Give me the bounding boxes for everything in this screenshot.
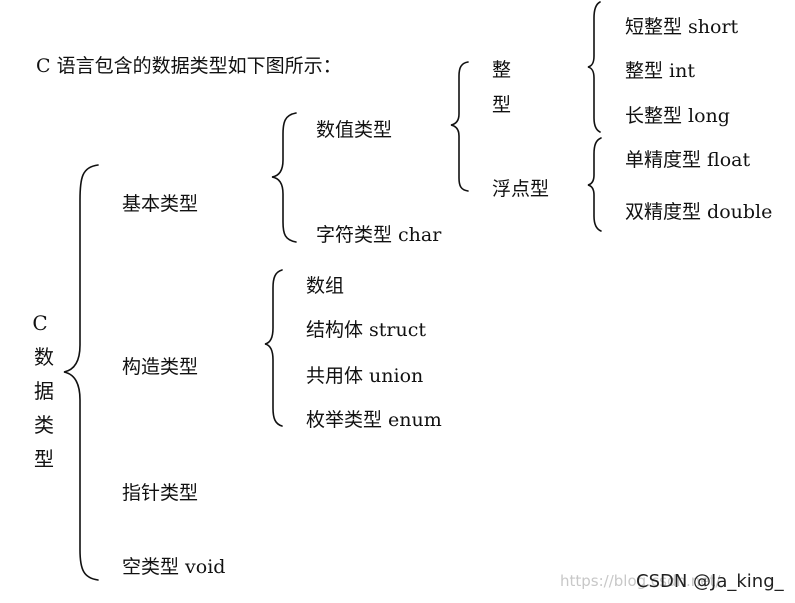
node-int: 整型 int <box>625 60 695 82</box>
brace-float <box>587 137 602 232</box>
node-struct: 结构体 struct <box>306 319 427 341</box>
node-void-type: 空类型 void <box>122 556 226 578</box>
node-long: 长整型 long <box>625 105 730 127</box>
node-float-type: 浮点型 <box>492 178 550 200</box>
node-double: 双精度型 double <box>625 201 773 223</box>
root-char: 型 <box>34 447 54 471</box>
node-pointer-type: 指针类型 <box>122 482 199 504</box>
node-integer-type: 型 <box>492 94 512 116</box>
node-short: 短整型 short <box>625 16 739 38</box>
root-char: C <box>32 311 48 335</box>
brace-construct <box>264 269 283 427</box>
root-char: 数 <box>34 345 54 369</box>
node-enum: 枚举类型 enum <box>306 409 442 431</box>
brace-root <box>63 164 99 581</box>
node-basic-type: 基本类型 <box>122 193 199 215</box>
node-construct-type: 构造类型 <box>122 356 199 378</box>
node-numeric-type: 数值类型 <box>316 119 393 141</box>
node-union: 共用体 union <box>306 365 424 387</box>
node-integer-type: 整 <box>492 59 512 81</box>
node-array: 数组 <box>306 275 345 297</box>
node-float: 单精度型 float <box>625 149 751 171</box>
brace-numeric <box>450 61 469 192</box>
root-char: 类 <box>34 413 54 437</box>
watermark-url: https://blog.csdn.net/ <box>560 572 721 590</box>
intro-text: C 语言包含的数据类型如下图所示： <box>36 55 342 77</box>
brace-integer <box>587 1 601 133</box>
brace-basic <box>271 112 297 243</box>
node-char-type: 字符类型 char <box>316 224 442 246</box>
watermark-brand: CSDN @Ja_king_ <box>636 571 784 592</box>
root-char: 据 <box>34 379 54 403</box>
